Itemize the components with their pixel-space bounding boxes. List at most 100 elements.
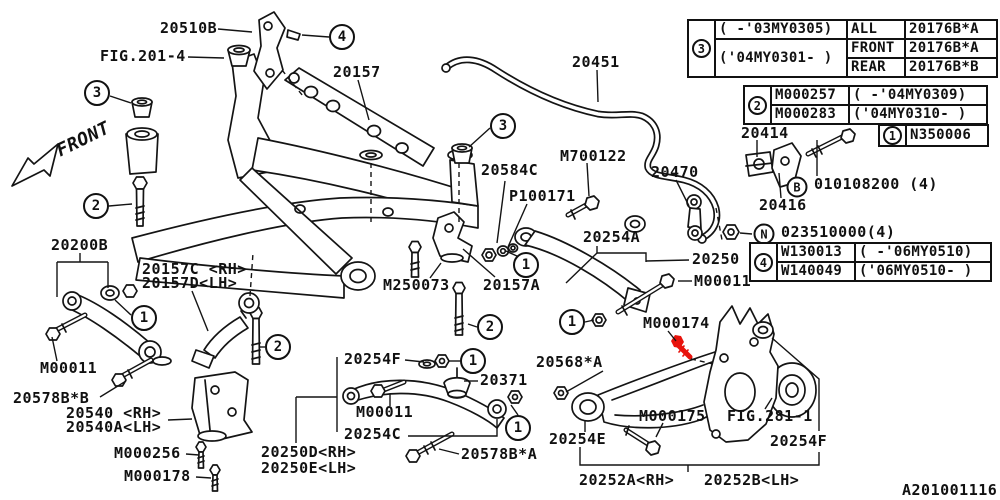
m00011-bolt-right xyxy=(591,273,675,327)
20578ba-bolt xyxy=(405,431,455,463)
part-label-20470: 20470 xyxy=(651,163,699,181)
part-label-20157: 20157 xyxy=(333,63,381,81)
part-label-20157a: 20157A xyxy=(483,276,541,294)
leader-line xyxy=(357,79,370,121)
part-label-m00011-left: M00011 xyxy=(40,359,98,377)
subframe-bolt-left xyxy=(132,176,148,227)
leader-line xyxy=(596,246,647,262)
callout-circle-1: 1 xyxy=(513,252,539,278)
callout-circle-4: 4 xyxy=(329,24,355,50)
part-label-m000178: M000178 xyxy=(124,467,191,485)
mount-bushing-right xyxy=(451,143,473,164)
m700122-bolt xyxy=(565,195,600,220)
leader-line xyxy=(301,34,330,38)
leader-line xyxy=(187,56,225,59)
front-arm-20200b xyxy=(62,284,172,366)
leader-line-dashed xyxy=(249,252,254,297)
m00011-bolt-left xyxy=(45,312,88,341)
part-label-20451: 20451 xyxy=(572,53,620,71)
part-label-m700122: M700122 xyxy=(560,147,627,165)
leader-line xyxy=(764,397,773,410)
part-label-20540a: 20540A<LH> xyxy=(66,418,162,436)
leader-line-dashed xyxy=(715,207,723,241)
part-label-m000256: M000256 xyxy=(114,444,181,462)
table-callout-cell: 4 xyxy=(749,242,778,282)
part-label-20578b-b: 20578B*B xyxy=(13,389,90,407)
part-label-20157d: 20157D<LH> xyxy=(142,274,238,292)
callout-circle-1: 1 xyxy=(505,415,531,441)
leader-line xyxy=(429,262,442,279)
part-label-m000175: M000175 xyxy=(639,407,706,425)
part-label-20254e: 20254E xyxy=(549,430,607,448)
part-label-20540: 20540 <RH> xyxy=(66,404,162,422)
circled-2-icon: 2 xyxy=(748,95,767,115)
part-number-cell: W140049 xyxy=(776,261,856,282)
leader-line xyxy=(108,203,133,207)
leader-line xyxy=(217,28,253,33)
date-range-cell: ( -'04MY0309) xyxy=(848,85,988,106)
part-label-20371: 20371 xyxy=(480,371,528,389)
part-box-n350006: 1 N350006 xyxy=(878,124,989,147)
scope-cell: FRONT xyxy=(846,38,906,59)
m000175-bolt xyxy=(623,425,661,456)
table-callout-cell: 3 xyxy=(687,19,716,78)
part-label-20568a: 20568*A xyxy=(536,353,603,371)
subframe-crossmember xyxy=(125,53,479,299)
callout-circle-1: 1 xyxy=(131,305,157,331)
callout-circle-n: N xyxy=(753,223,775,245)
part-label-m000174: M000174 xyxy=(643,314,710,332)
scope-cell: ALL xyxy=(846,19,906,40)
scope-cell: REAR xyxy=(846,57,906,78)
part-label-20416: 20416 xyxy=(759,196,807,214)
leader-line xyxy=(109,95,132,104)
bracket-20540 xyxy=(191,371,253,442)
circled-4-icon: 4 xyxy=(754,252,773,272)
callout-circle-2: 2 xyxy=(477,314,503,340)
part-label-023510000: 023510000(4) xyxy=(781,223,896,241)
applicability-table-w130013: 4 W130013 ( -'06MY0510) W140049 ('06MY05… xyxy=(749,242,992,282)
bracket-20510b xyxy=(253,11,301,90)
date-range-cell: ( -'03MY0305) xyxy=(714,19,848,40)
part-number-cell: M000257 xyxy=(770,85,850,106)
part-number-cell: 20176B*B xyxy=(904,57,998,78)
leader-line xyxy=(596,69,599,103)
leader-line xyxy=(645,259,690,262)
support-bar-20157 xyxy=(284,67,435,167)
part-label-20510b: 20510B xyxy=(160,19,218,37)
m000256-screw xyxy=(195,441,207,469)
stabilizer-link-20470 xyxy=(686,194,703,241)
leader-line xyxy=(584,319,595,323)
leader-line xyxy=(565,370,604,393)
part-label-20252b: 20252B<LH> xyxy=(704,471,800,489)
leader-line-dashed xyxy=(281,69,304,97)
date-range-cell: ('06MY0510- ) xyxy=(854,261,992,282)
clamp-bolt xyxy=(805,128,856,158)
part-label-20254f-mid: 20254F xyxy=(344,350,402,368)
applicability-table-20176b: 3 ( -'03MY0305) ALL 20176B*A ('04MY0301-… xyxy=(687,19,998,78)
stabilizer-nut xyxy=(722,224,740,240)
leader-line xyxy=(771,337,820,431)
leader-line xyxy=(114,299,132,316)
leader-line xyxy=(586,162,590,197)
part-label-m250073: M250073 xyxy=(383,276,450,294)
leader-line xyxy=(408,419,498,437)
m000178-screw xyxy=(209,464,221,492)
leader-line xyxy=(167,418,193,421)
leader-line xyxy=(191,290,209,332)
trailing-arm-knuckle xyxy=(553,305,817,443)
part-label-20250d: 20250D<RH> xyxy=(261,443,357,461)
m250073-bolt xyxy=(408,240,422,278)
leader-line xyxy=(185,453,200,456)
part-label-m00011-mid: M00011 xyxy=(356,403,414,421)
part-label-20252a: 20252A<RH> xyxy=(579,471,675,489)
part-label-20578b-a: 20578B*A xyxy=(461,445,538,463)
applicability-table-m000257: 2 M000257 ( -'04MY0309) M000283 ('04MY03… xyxy=(743,85,988,125)
leader-line xyxy=(510,404,519,416)
stay-bolt-mid xyxy=(452,281,466,336)
20578bb-bolt xyxy=(111,357,154,387)
callout-circle-1: 1 xyxy=(559,309,585,335)
leader-line xyxy=(462,248,496,278)
circled-3-icon: 3 xyxy=(692,39,711,58)
